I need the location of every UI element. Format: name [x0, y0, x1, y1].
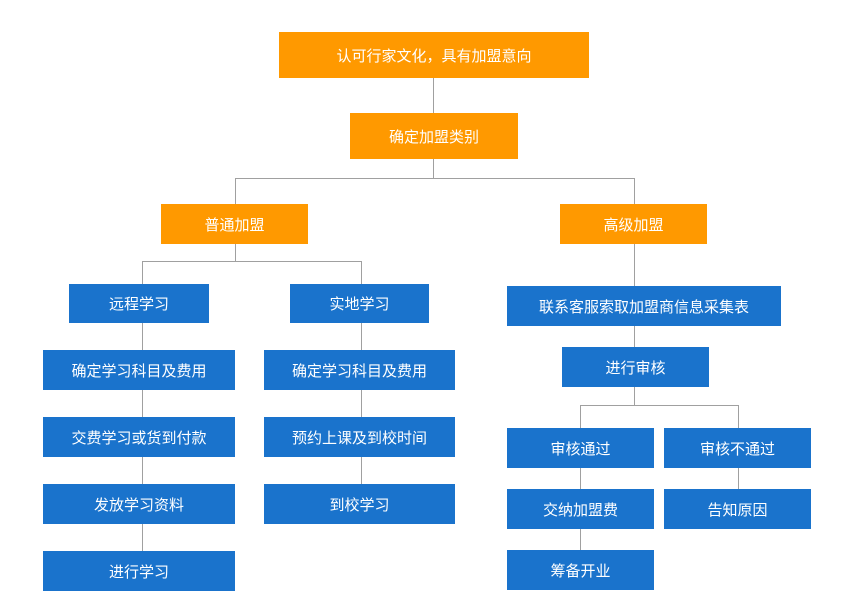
node-fail-step-1: 告知原因: [664, 489, 811, 529]
node-onsite-step-3: 到校学习: [264, 484, 455, 524]
node-remote-step-4: 进行学习: [43, 551, 235, 591]
node-remote-step-3: 发放学习资料: [43, 484, 235, 524]
connector-advanced-up: [634, 178, 635, 204]
node-onsite-step-2: 预约上课及到校时间: [264, 417, 455, 457]
connector-remote-up: [142, 261, 143, 284]
node-adv-review: 进行审核: [562, 347, 709, 387]
connector-review-branch: [580, 405, 738, 406]
connector-type-branch: [235, 178, 635, 179]
node-onsite-step-1: 确定学习科目及费用: [264, 350, 455, 390]
connector-onsite-chain: [361, 323, 362, 484]
node-pass-step-2: 筹备开业: [507, 550, 654, 590]
node-root: 认可行家文化，具有加盟意向: [279, 32, 589, 78]
node-remote-step-1: 确定学习科目及费用: [43, 350, 235, 390]
node-adv-contact: 联系客服索取加盟商信息采集表: [507, 286, 781, 326]
connector-fail-chain: [738, 468, 739, 489]
connector-pass-up: [580, 405, 581, 428]
node-review-pass: 审核通过: [507, 428, 654, 468]
connector-normal-branch: [142, 261, 361, 262]
connector-root-type: [433, 78, 434, 113]
node-onsite-study: 实地学习: [290, 284, 429, 323]
node-franchise-type: 确定加盟类别: [350, 113, 518, 159]
connector-type-down: [433, 159, 434, 178]
node-normal-franchise: 普通加盟: [161, 204, 308, 244]
node-review-fail: 审核不通过: [664, 428, 811, 468]
node-remote-step-2: 交费学习或货到付款: [43, 417, 235, 457]
connector-onsite-up: [361, 261, 362, 284]
node-remote-study: 远程学习: [69, 284, 209, 323]
connector-normal-down: [235, 244, 236, 261]
node-pass-step-1: 交纳加盟费: [507, 489, 654, 529]
node-advanced-franchise: 高级加盟: [560, 204, 707, 244]
connector-normal-up: [235, 178, 236, 204]
connector-review-down: [634, 387, 635, 405]
connector-fail-up: [738, 405, 739, 428]
